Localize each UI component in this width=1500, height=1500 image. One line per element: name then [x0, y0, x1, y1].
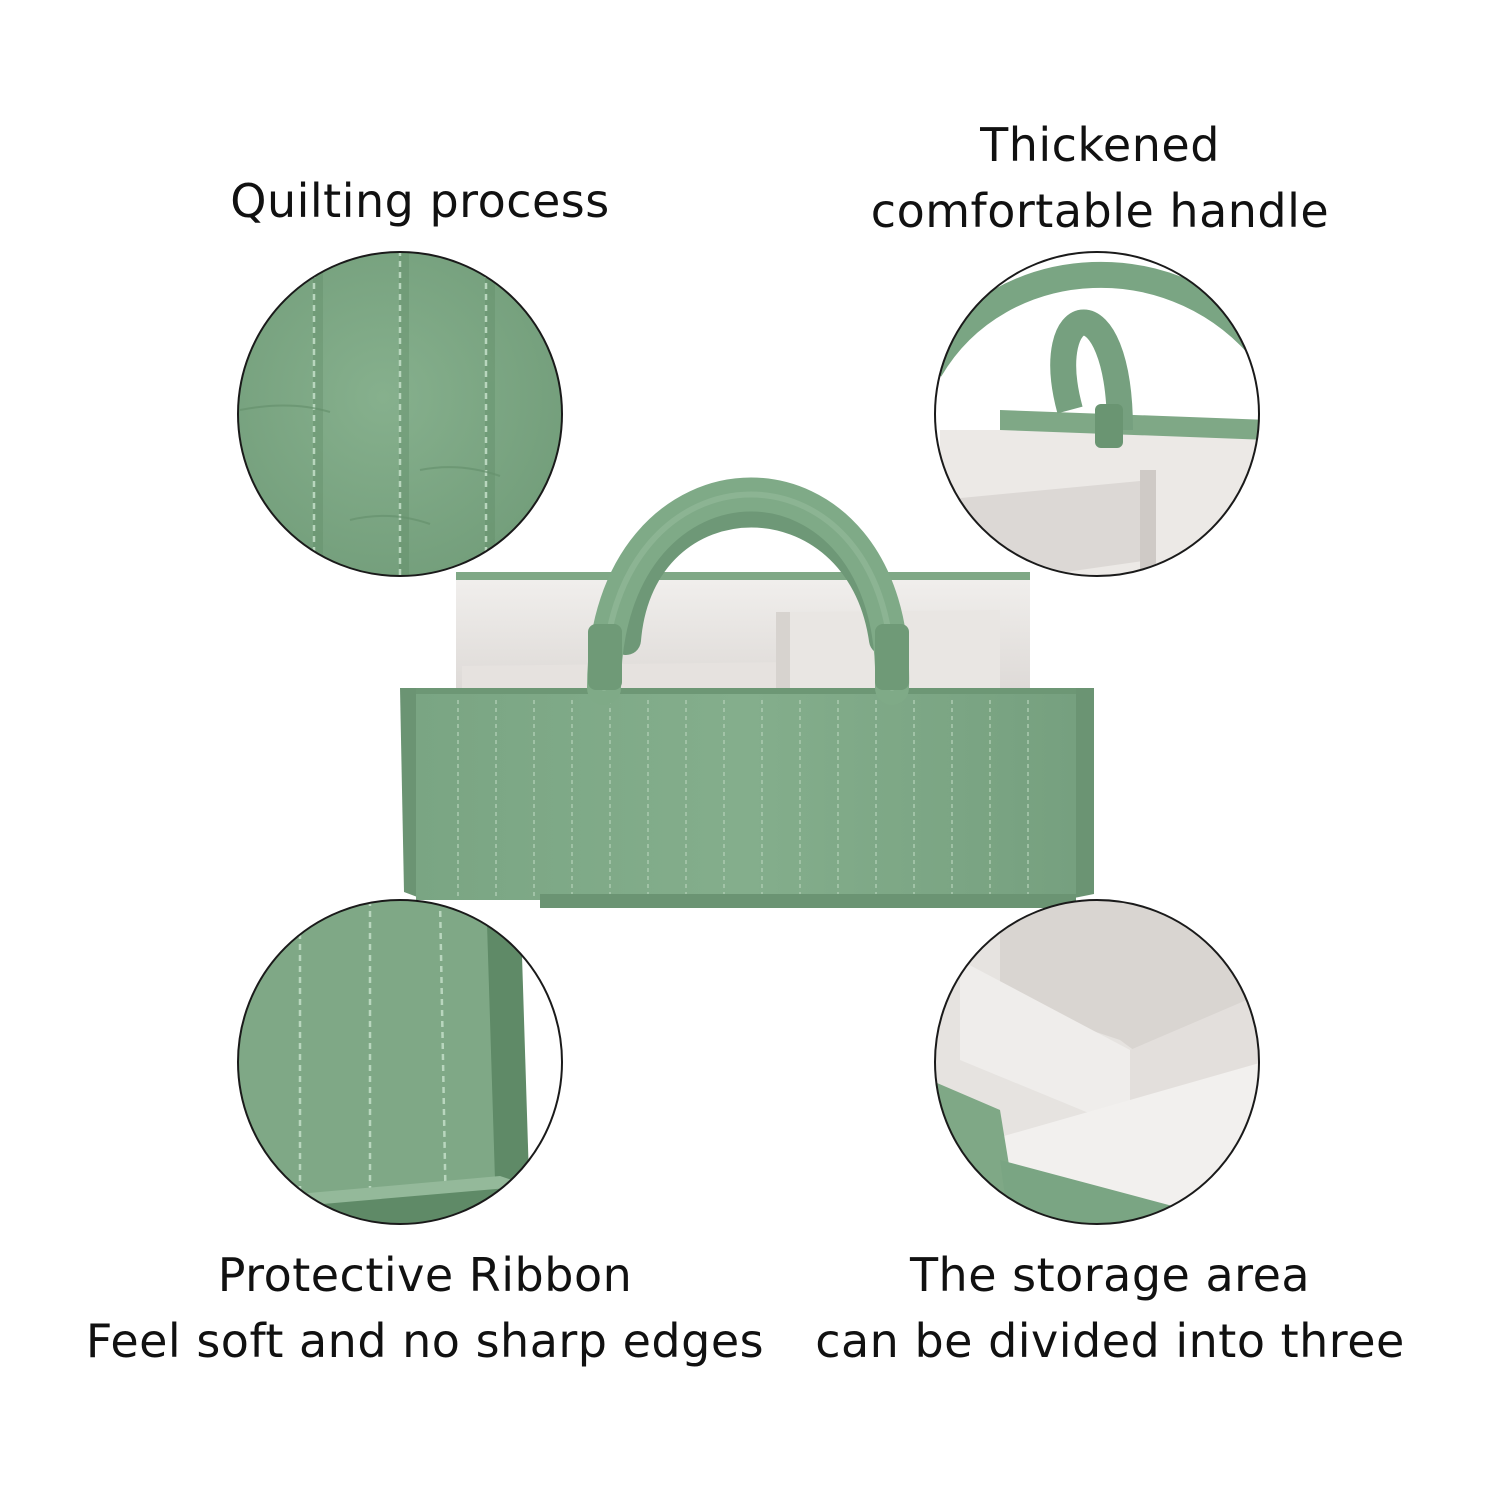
caption-storage: The storage area can be divided into thr… — [800, 1242, 1420, 1374]
caption-handle-line2: comfortable handle — [870, 184, 1330, 238]
caption-quilting: Quilting process — [180, 168, 660, 234]
caption-storage-line1: The storage area — [909, 1248, 1311, 1302]
zoom-circle-quilting — [237, 251, 563, 577]
zoom-circle-ribbon — [237, 899, 563, 1225]
caption-handle-line1: Thickened — [980, 118, 1220, 172]
caption-quilting-line1: Quilting process — [230, 174, 610, 228]
bag-bottom-edge — [540, 894, 1076, 908]
caption-storage-line2: can be divided into three — [815, 1314, 1405, 1368]
caption-ribbon-line2: Feel soft and no sharp edges — [85, 1314, 765, 1368]
bag-main — [400, 477, 1094, 900]
caption-handle: Thickened comfortable handle — [830, 112, 1370, 244]
zoom-circle-handle — [934, 251, 1260, 577]
zoom-circle-storage — [934, 899, 1260, 1225]
caption-ribbon-line1: Protective Ribbon — [217, 1248, 633, 1302]
caption-ribbon: Protective Ribbon Feel soft and no sharp… — [60, 1242, 790, 1374]
